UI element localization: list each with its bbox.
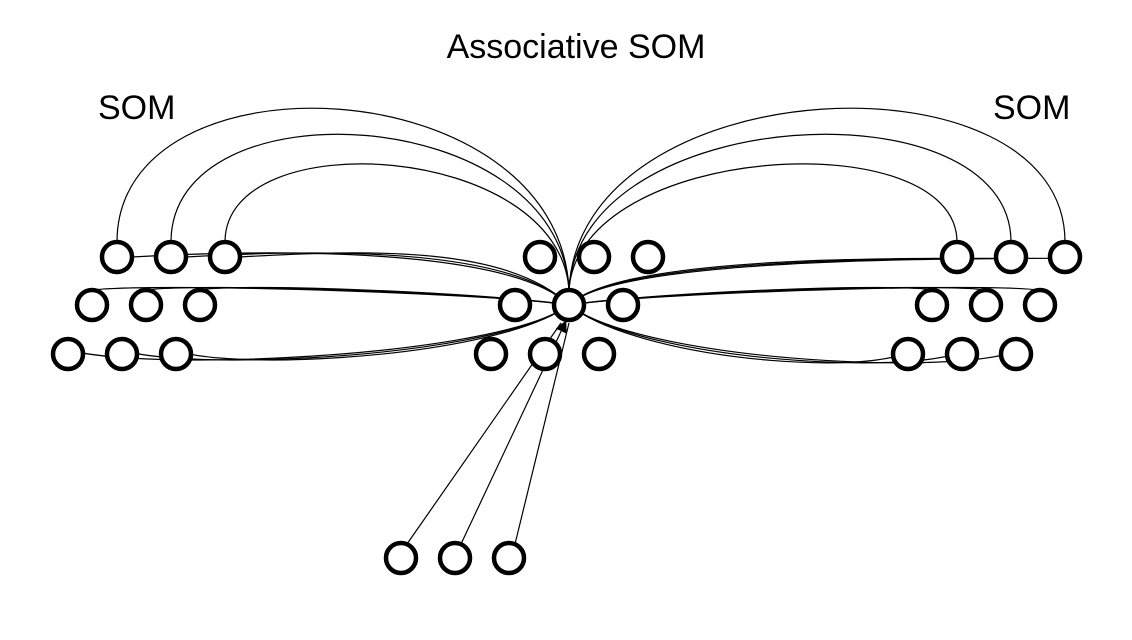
center-som-node	[497, 287, 533, 323]
input-node	[383, 540, 419, 576]
right-som-node	[968, 287, 1004, 323]
right-som-node	[914, 287, 950, 323]
right-som-label: SOM	[993, 89, 1071, 127]
left-som-node	[158, 336, 194, 372]
right-top-arc	[568, 163, 958, 291]
left-som-node	[182, 287, 218, 323]
left-som-label: SOM	[98, 89, 176, 127]
right-top-arc	[568, 107, 1066, 291]
left-som-node	[99, 239, 135, 275]
center-som-node	[630, 239, 666, 275]
right-som-node	[939, 239, 975, 275]
center-som-node	[605, 287, 641, 323]
connection-lines	[57, 107, 1082, 545]
right-top-arc	[568, 133, 1012, 291]
left-lateral-line	[185, 252, 570, 306]
input-node	[437, 540, 473, 576]
node-grids	[50, 239, 1083, 576]
right-som-node	[890, 336, 926, 372]
center-som-node	[581, 336, 617, 372]
left-som-node	[104, 336, 140, 372]
left-som-node	[153, 239, 189, 275]
left-lateral-line	[239, 252, 570, 306]
left-lateral-line	[131, 252, 570, 306]
left-som-node	[128, 287, 164, 323]
left-top-arc	[170, 133, 570, 291]
center-som-node	[522, 239, 558, 275]
center-som-node	[473, 336, 509, 372]
center-som-node	[527, 336, 563, 372]
input-node	[491, 540, 527, 576]
left-top-arc	[224, 163, 570, 291]
left-som-node	[74, 287, 110, 323]
right-som-node	[1047, 239, 1083, 275]
center-som-node	[551, 287, 587, 323]
right-som-node	[993, 239, 1029, 275]
diagram-title: Associative SOM	[446, 28, 706, 66]
left-top-arc	[116, 107, 570, 291]
center-som-node	[576, 239, 612, 275]
left-som-node	[207, 239, 243, 275]
right-som-node	[998, 336, 1034, 372]
right-som-node	[1022, 287, 1058, 323]
left-som-node	[50, 336, 86, 372]
right-som-node	[944, 336, 980, 372]
